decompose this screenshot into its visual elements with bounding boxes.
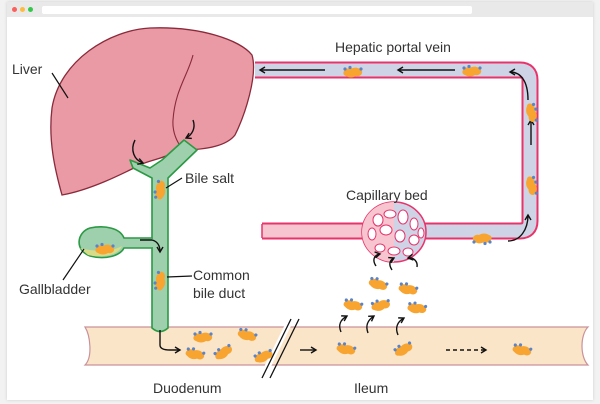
leader-lines [51,72,193,281]
label-bile-salt: Bile salt [185,170,234,186]
label-liver: Liver [12,61,43,77]
label-gallbladder: Gallbladder [19,281,91,297]
label-ileum: Ileum [354,380,388,396]
flow-arrows [132,66,535,354]
capillary-bed [361,201,427,263]
intestine-break-marks [259,317,300,380]
address-bar[interactable] [42,6,472,14]
label-duodenum: Duodenum [153,380,222,396]
minimize-button[interactable] [20,7,25,12]
liver [50,27,255,196]
close-button[interactable] [12,7,17,12]
label-hepatic-portal-vein: Hepatic portal vein [335,39,451,55]
title-bar [7,2,593,17]
label-capillary-bed: Capillary bed [346,187,428,203]
maximize-button[interactable] [28,7,33,12]
label-common-bile-duct-2: bile duct [193,285,245,301]
label-common-bile-duct-1: Common [193,267,250,283]
